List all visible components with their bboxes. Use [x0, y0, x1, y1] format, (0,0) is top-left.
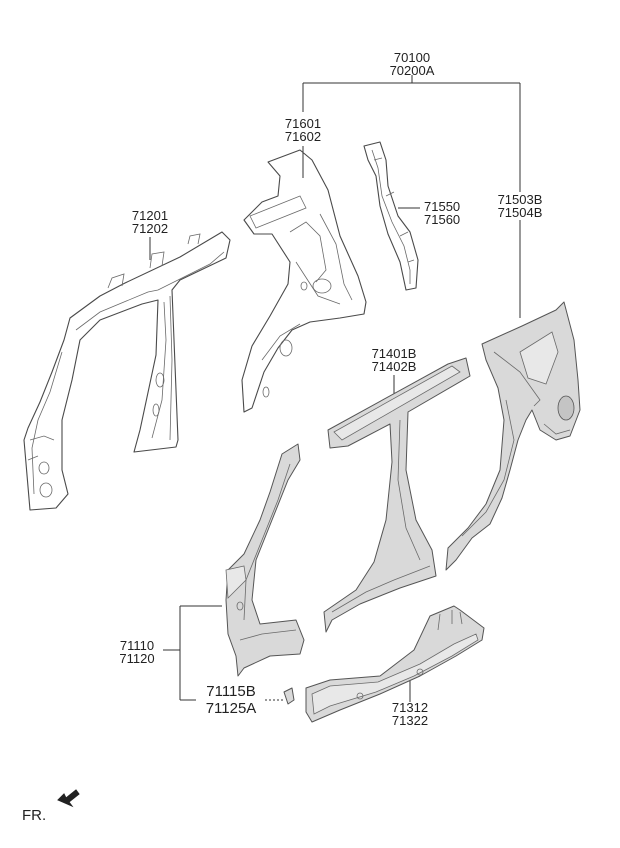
- label-quarter-inner-2: 71602: [285, 129, 321, 144]
- quarter-outer-panel: [445, 301, 581, 571]
- label-bracket-1: 71115B: [206, 683, 256, 700]
- quarter-reinforcement: [363, 141, 419, 291]
- label-center-pillar-2: 71402B: [372, 359, 417, 374]
- label-quarter-outer-1: 71503B: [498, 192, 543, 207]
- side-sill: [305, 605, 485, 723]
- label-side-sill-1: 71312: [392, 700, 428, 715]
- label-front-pillar-1: 71110: [120, 638, 154, 653]
- label-reinforcement-2: 71560: [424, 212, 460, 227]
- leader-lines: [149, 75, 521, 702]
- label-bracket-2: 71125A: [206, 700, 257, 717]
- callout-labels: 70100 70200A 71601 71602 71550 71560 715…: [22, 50, 542, 824]
- front-pillar-outer: [225, 443, 305, 677]
- label-side-inner-1: 71201: [132, 208, 168, 223]
- label-reinforcement-1: 71550: [424, 199, 460, 214]
- label-quarter-outer-2: 71504B: [498, 205, 543, 220]
- label-side-inner-2: 71202: [132, 221, 168, 236]
- label-quarter-inner-1: 71601: [285, 116, 321, 131]
- label-assembly-2: 70200A: [390, 63, 435, 78]
- center-pillar-outer: [323, 357, 471, 633]
- label-front-pillar-2: 71120: [119, 651, 154, 666]
- label-assembly-1: 70100: [394, 50, 430, 65]
- label-side-sill-2: 71322: [392, 713, 428, 728]
- side-inner-panel: [23, 231, 231, 511]
- front-arrow-icon: [57, 789, 80, 808]
- small-bracket: [283, 687, 295, 705]
- quarter-inner-panel: [241, 149, 367, 413]
- label-center-pillar-1: 71401B: [372, 346, 417, 361]
- front-indicator-label: FR.: [22, 807, 46, 824]
